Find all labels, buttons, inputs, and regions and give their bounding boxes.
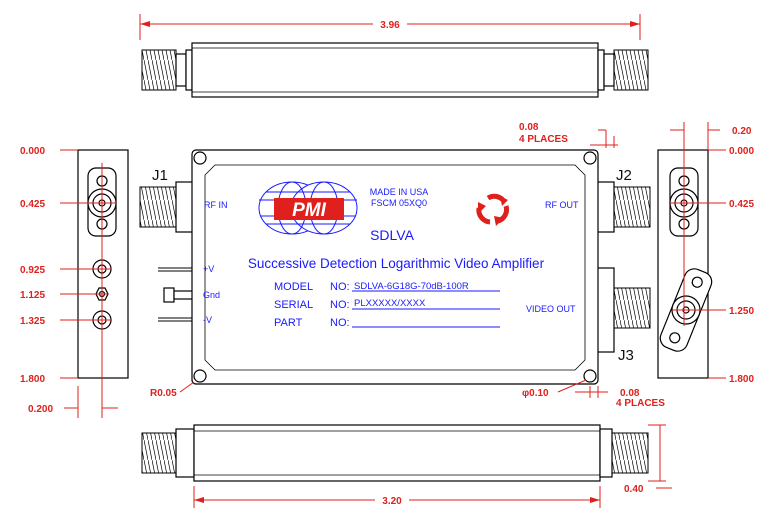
right-dim-3: 1.800 [729,374,754,385]
bottom-body [193,424,601,482]
j1-label: J1 [152,167,168,184]
right-dim-1: 0.425 [729,199,754,210]
bottom-view: 0.40 3.20 [141,424,672,508]
left-dim-5: 1.800 [20,374,45,385]
part-no-label: NO: [330,317,350,329]
pmi-logo: PMI [258,181,358,235]
hole-offset-bottom-count: 4 PLACES [616,398,665,409]
left-dim-3: 1.125 [20,290,45,301]
left-dim-0: 0.000 [20,146,45,157]
left-dim-1: 0.425 [20,199,45,210]
model-value: SDLVA-6G18G-70dB-100R [354,281,469,292]
top-view: 3.96 [139,14,649,98]
company-emblem-icon [476,193,509,226]
logo-text: PMI [292,200,327,221]
front-view: PMI MADE IN USA FSCM 05XQ0 SDLVA Success… [139,122,665,409]
label-plate [204,164,586,371]
fscm-text: FSCM 05XQ0 [371,198,427,208]
rf-in-label: RF IN [204,200,228,210]
hole-diameter-dimension: φ0.10 [522,388,549,399]
video-out-label: VIDEO OUT [526,304,576,314]
top-length-dimension: 3.96 [380,20,400,31]
top-body [191,42,599,98]
left-side-view: 0.000 0.425 0.925 1.125 1.325 1.800 0.20… [20,146,129,418]
corner-radius-dimension: R0.05 [150,388,177,399]
left-dim-4: 1.325 [20,316,45,327]
minus-v-label: -V [203,315,212,325]
model-label: MODEL [274,281,313,293]
serial-no-label: NO: [330,299,350,311]
right-dim-0: 0.000 [729,146,754,157]
bottom-height-dimension: 0.40 [624,484,644,495]
j3-label: J3 [618,347,634,364]
model-no-label: NO: [330,281,350,293]
product-description: Successive Detection Logarithmic Video A… [248,256,545,271]
made-in-text: MADE IN USA [370,187,429,197]
right-dim-2: 1.250 [729,306,754,317]
left-dim-2: 0.925 [20,265,45,276]
serial-label: SERIAL [274,299,313,311]
plus-v-label: +V [203,264,214,274]
left-x-dimension: 0.200 [28,404,53,415]
bottom-length-dimension: 3.20 [382,496,402,507]
hole-offset-count: 4 PLACES [519,134,568,145]
product-name: SDLVA [370,227,414,243]
mounting-hole [193,151,597,383]
serial-value: PLXXXXX/XXXX [354,298,426,309]
part-label: PART [274,317,303,329]
right-x-dimension: 0.20 [732,126,752,137]
hole-offset-dimension: 0.08 [519,122,539,133]
j2-label: J2 [616,167,632,184]
hole-offset-bottom-dimension: 0.08 [620,388,640,399]
right-side-view: 0.20 0.000 0.425 1.250 1.800 [657,122,754,385]
rf-out-label: RF OUT [545,200,579,210]
gnd-label: Gnd [203,290,220,300]
